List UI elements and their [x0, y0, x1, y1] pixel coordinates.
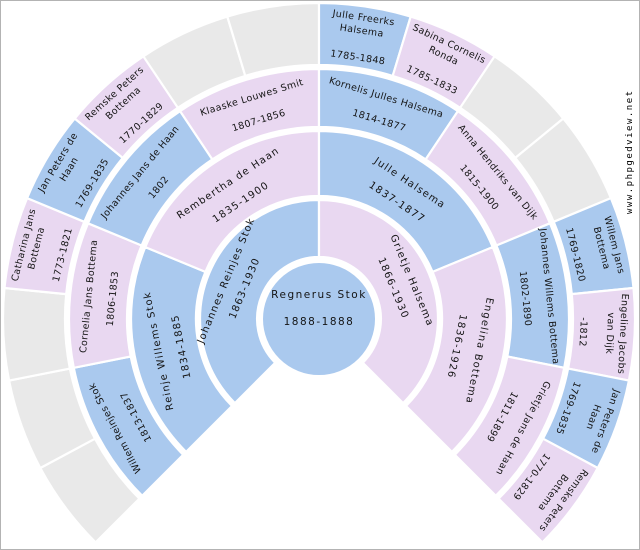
- sector-empty-gen5-3: [1, 286, 71, 382]
- person-name-label: Engeline Jacobs: [615, 293, 630, 374]
- person-dates-label: 1802-1890: [517, 271, 533, 327]
- sector-regnerus-stok[interactable]: [261, 261, 377, 377]
- label-regnerus-stok: Regnerus Stok 1888-1888: [271, 289, 367, 328]
- watermark: www.phpgedview.net: [625, 89, 635, 214]
- sector-engelina-bottema[interactable]: [404, 246, 509, 453]
- sector-empty-gen5-8: [226, 1, 321, 77]
- sector-remske-peters-bottema[interactable]: [497, 437, 599, 544]
- sector-grietje-jans-de-haan[interactable]: [453, 355, 566, 497]
- person-name-label: van Dijk: [603, 312, 616, 354]
- sector-johannes-reinjes-stok[interactable]: [199, 198, 321, 405]
- sector-grietje-halsema[interactable]: [317, 198, 439, 405]
- person-name-label: Regnerus Stok: [271, 289, 367, 301]
- person-dates-label: -1812: [576, 317, 588, 347]
- person-dates-label: 1806-1853: [105, 271, 121, 327]
- person-dates-label: 1888-1888: [284, 316, 355, 328]
